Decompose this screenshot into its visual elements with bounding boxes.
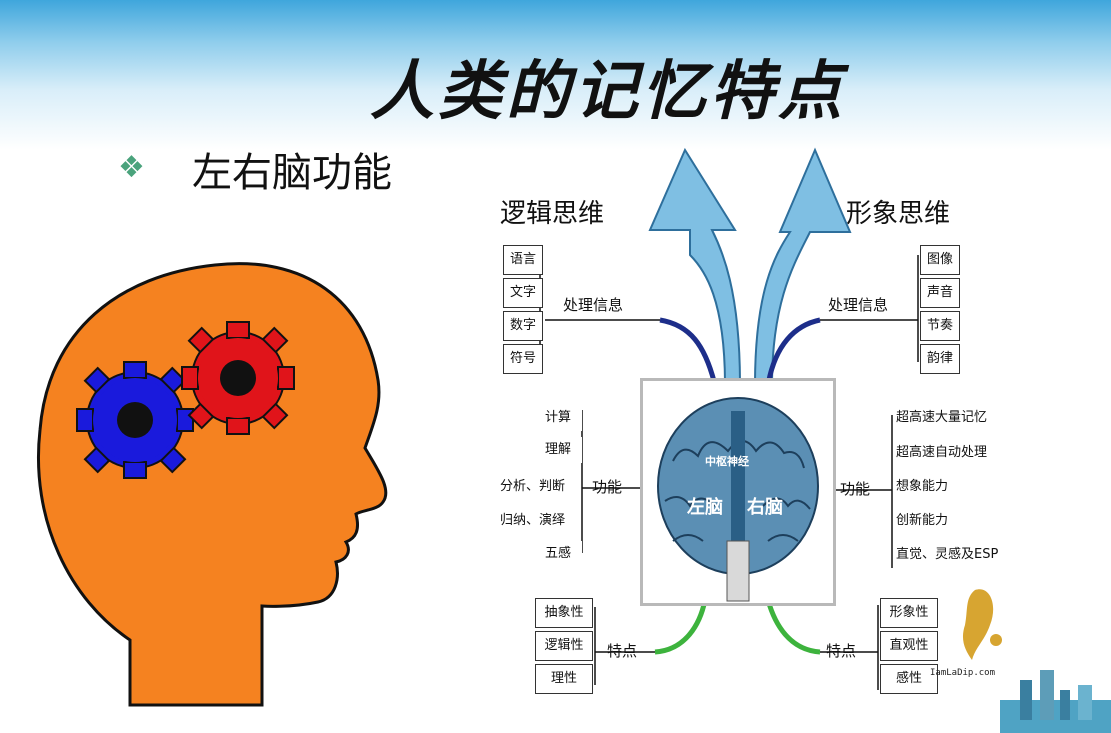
left-trait-item: 抽象性 bbox=[535, 598, 593, 628]
left-process-item: 符号 bbox=[503, 344, 543, 374]
left-process-item: 语言 bbox=[503, 245, 543, 275]
right-process-item: 韵律 bbox=[920, 344, 960, 374]
left-process-item: 数字 bbox=[503, 311, 543, 341]
right-trait-label: 特点 bbox=[826, 642, 857, 660]
page-title: 人类的记忆特点 bbox=[370, 54, 846, 129]
left-function-item: 理解 bbox=[534, 437, 582, 463]
right-process-item: 声音 bbox=[920, 278, 960, 308]
right-function-item: 创新能力 bbox=[896, 508, 996, 534]
brain-icon bbox=[657, 397, 819, 602]
left-trait-label: 特点 bbox=[607, 642, 638, 660]
city-skyline-icon bbox=[1000, 670, 1111, 733]
left-brain-label: 左脑 bbox=[687, 497, 723, 518]
right-process-label: 处理信息 bbox=[828, 296, 889, 314]
left-trait-item: 理性 bbox=[535, 664, 593, 694]
left-process-label: 处理信息 bbox=[563, 296, 624, 314]
right-trait-item: 形象性 bbox=[880, 598, 938, 628]
right-function-label: 功能 bbox=[840, 480, 871, 498]
left-function-item: 计算 bbox=[534, 405, 582, 431]
right-function-item: 超高速大量记忆 bbox=[896, 405, 1016, 431]
red-gear-icon bbox=[181, 321, 295, 435]
right-function-item: 想象能力 bbox=[896, 474, 996, 500]
right-trait-item: 感性 bbox=[880, 664, 938, 694]
right-function-item: 超高速自动处理 bbox=[896, 440, 1016, 466]
left-trait-item: 逻辑性 bbox=[535, 631, 593, 661]
left-function-label: 功能 bbox=[592, 478, 623, 496]
brain-panel: 中枢神经 左脑 右脑 bbox=[640, 378, 836, 606]
right-up-arrow-icon bbox=[753, 147, 852, 386]
left-function-item: 归纳、演绎 bbox=[485, 508, 580, 534]
right-process-item: 图像 bbox=[920, 245, 960, 275]
right-trait-item: 直观性 bbox=[880, 631, 938, 661]
central-nerve-label: 中枢神经 bbox=[705, 455, 749, 468]
slide-subtitle: 左右脑功能 bbox=[192, 150, 392, 196]
left-function-item: 分析、判断 bbox=[485, 474, 580, 500]
left-function-item: 五感 bbox=[534, 541, 582, 567]
right-function-item: 直觉、灵感及ESP bbox=[896, 542, 1036, 568]
right-process-item: 节奏 bbox=[920, 311, 960, 341]
bullet-icon: ❖ bbox=[118, 150, 145, 185]
blue-gear-icon bbox=[76, 361, 194, 479]
right-brain-label: 右脑 bbox=[747, 497, 783, 518]
left-process-item: 文字 bbox=[503, 278, 543, 308]
header-gradient-band bbox=[0, 0, 1111, 150]
logic-thinking-header: 逻辑思维 bbox=[500, 199, 605, 229]
image-thinking-header: 形象思维 bbox=[846, 199, 951, 229]
left-up-arrow-icon bbox=[648, 147, 742, 386]
watermark-url: IamLaDip.com bbox=[930, 668, 996, 678]
